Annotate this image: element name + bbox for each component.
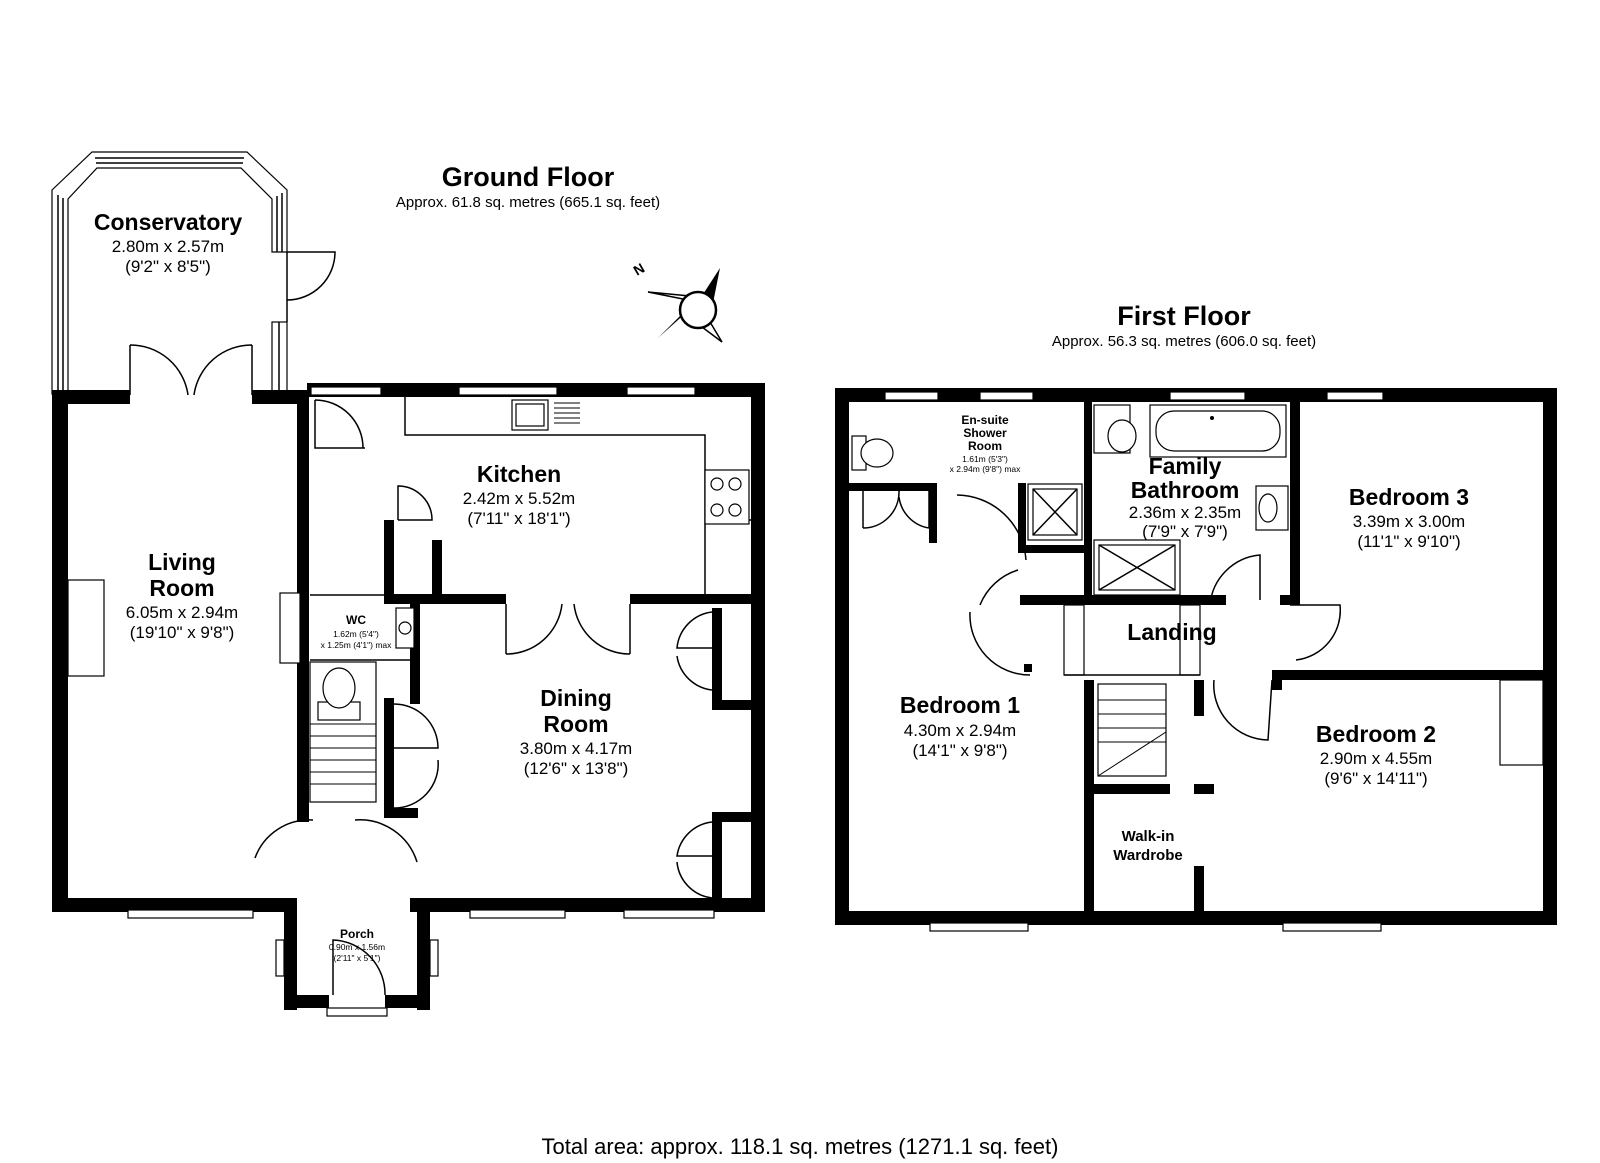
living-room-name-2: Room — [149, 575, 214, 601]
first-floor-title: First Floor — [1117, 301, 1251, 331]
bedroom3-imperial: (11'1" x 9'10") — [1357, 532, 1460, 551]
dining-room-name-2: Room — [543, 711, 608, 737]
bedroom2-metric: 2.90m x 4.55m — [1320, 749, 1432, 768]
bedroom3-name: Bedroom 3 — [1349, 484, 1469, 510]
first-floor-fixtures — [851, 404, 1544, 777]
bedroom2-imperial: (9'6" x 14'11") — [1324, 769, 1427, 788]
first-floor-area: Approx. 56.3 sq. metres (606.0 sq. feet) — [1052, 333, 1316, 350]
compass: N — [631, 260, 723, 343]
family-bathroom-name-2: Bathroom — [1131, 477, 1240, 503]
ensuite-name-3: Room — [968, 439, 1002, 453]
family-bathroom-metric: 2.36m x 2.35m — [1129, 503, 1241, 522]
wc-name: WC — [346, 613, 366, 627]
first-floor-labels: First Floor Approx. 56.3 sq. metres (606… — [900, 301, 1469, 864]
living-room-name-1: Living — [148, 549, 216, 575]
ground-floor-fixtures — [67, 397, 751, 820]
conservatory-metric: 2.80m x 2.57m — [112, 237, 224, 256]
porch-metric: 0.90m x 1.56m — [329, 942, 385, 952]
ground-floor-title: Ground Floor — [442, 162, 615, 192]
first-floor-plan: First Floor Approx. 56.3 sq. metres (606… — [835, 301, 1557, 932]
bedroom1-imperial: (14'1" x 9'8") — [912, 741, 1007, 760]
ground-floor-plan: Ground Floor Approx. 61.8 sq. metres (66… — [51, 151, 765, 1017]
kitchen-name: Kitchen — [477, 461, 561, 487]
compass-north-label: N — [631, 260, 648, 279]
walkin-name-1: Walk-in — [1122, 828, 1175, 845]
living-room-metric: 6.05m x 2.94m — [126, 603, 238, 622]
kitchen-metric: 2.42m x 5.52m — [463, 489, 575, 508]
ensuite-name-2: Shower — [963, 426, 1007, 440]
ground-floor-doors — [129, 344, 713, 996]
family-bathroom-name-1: Family — [1149, 453, 1222, 479]
bedroom3-metric: 3.39m x 3.00m — [1353, 512, 1465, 531]
total-area: Total area: approx. 118.1 sq. metres (12… — [542, 1134, 1059, 1159]
conservatory-glazing — [51, 151, 336, 395]
wc-metric: 1.62m (5'4") — [333, 629, 379, 639]
bedroom1-name: Bedroom 1 — [900, 692, 1020, 718]
living-room-imperial: (19'10" x 9'8") — [130, 623, 235, 642]
dining-room-metric: 3.80m x 4.17m — [520, 739, 632, 758]
first-floor-doors — [862, 490, 1342, 741]
conservatory-imperial: (9'2" x 8'5") — [125, 257, 211, 276]
kitchen-imperial: (7'11" x 18'1") — [467, 509, 570, 528]
dining-room-imperial: (12'6" x 13'8") — [524, 759, 629, 778]
ensuite-metric: 1.61m (5'3") — [962, 454, 1008, 464]
dining-room-name-1: Dining — [540, 685, 612, 711]
ground-floor-labels: Ground Floor Approx. 61.8 sq. metres (66… — [94, 162, 660, 963]
bedroom1-metric: 4.30m x 2.94m — [904, 721, 1016, 740]
first-floor-windows — [884, 391, 1384, 932]
ground-floor-area: Approx. 61.8 sq. metres (665.1 sq. feet) — [396, 194, 660, 211]
conservatory-name: Conservatory — [94, 209, 242, 235]
family-bathroom-imperial: (7'9" x 7'9") — [1142, 522, 1228, 541]
landing-name: Landing — [1127, 619, 1216, 645]
wc-imperial: x 1.25m (4'1") max — [321, 640, 393, 650]
porch-name: Porch — [340, 927, 374, 941]
porch-imperial: (2'11" x 5'1") — [334, 953, 381, 963]
ground-floor-windows — [127, 386, 715, 1017]
ensuite-name-1: En-suite — [961, 413, 1009, 427]
bedroom2-name: Bedroom 2 — [1316, 721, 1436, 747]
ensuite-imperial: x 2.94m (9'8") max — [950, 464, 1022, 474]
walkin-name-2: Wardrobe — [1113, 847, 1182, 864]
